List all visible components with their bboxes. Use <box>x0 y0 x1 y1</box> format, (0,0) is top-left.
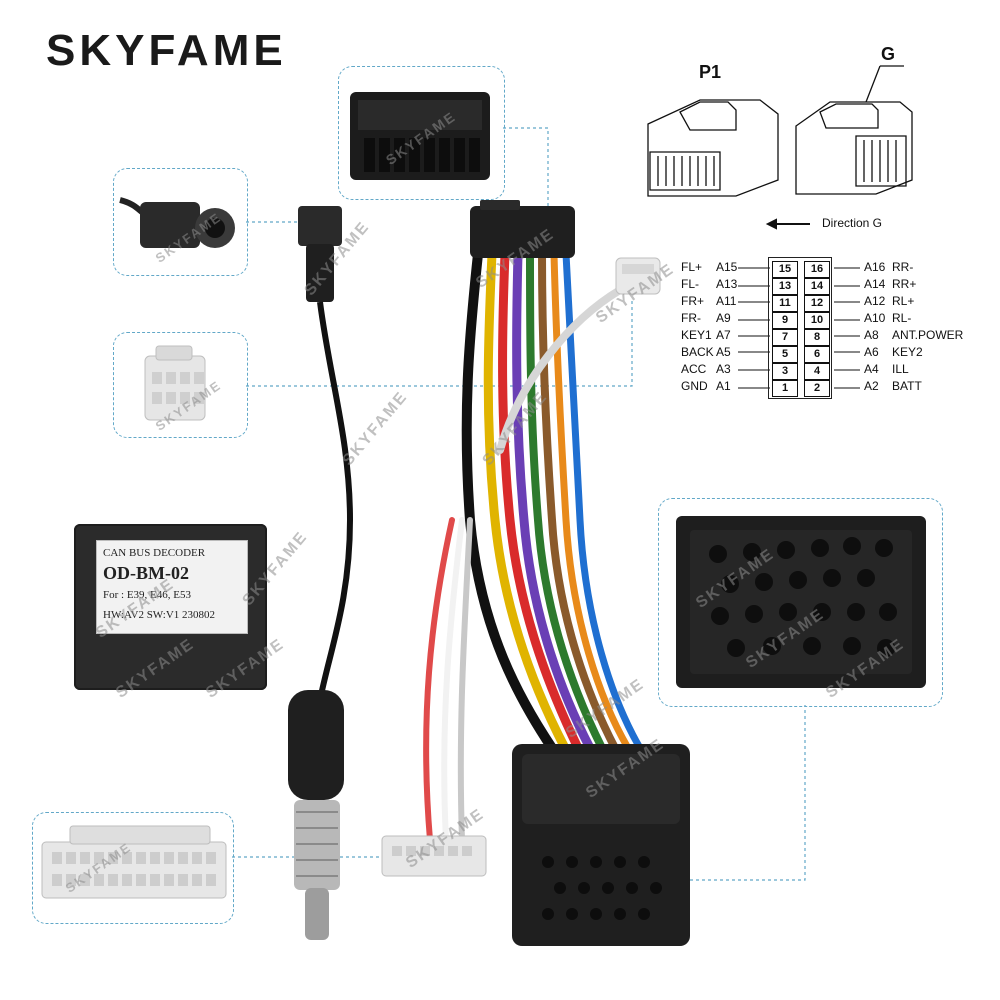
pin-number-right: 12 <box>804 295 830 312</box>
pinout-bracket-lines <box>738 267 860 389</box>
decoder-line-1: CAN BUS DECODER <box>103 547 206 559</box>
pin-right-function: ILL <box>892 362 909 376</box>
wire-bundle <box>423 249 644 843</box>
bmw-connector-face-photo <box>676 516 926 688</box>
pin-left-code: A7 <box>716 328 731 342</box>
white-plug-right <box>615 257 661 295</box>
pin-left-function: FL+ <box>681 260 703 274</box>
pin-left-function: KEY1 <box>681 328 712 342</box>
pin-right-code: A14 <box>864 277 886 291</box>
pin-right-function: ANT.POWER <box>892 328 964 342</box>
pin-number-right: 2 <box>804 380 830 397</box>
decoder-line-4: HW:AV2 SW:V1 230802 <box>103 609 216 621</box>
pin-number-right: 6 <box>804 346 830 363</box>
pin-number-left: 15 <box>772 261 798 278</box>
pin-right-code: A10 <box>864 311 886 325</box>
p1-connector-sketch <box>647 99 779 197</box>
fakra-adapter-photo <box>119 197 235 248</box>
g-connector-sketch <box>795 65 913 195</box>
white-plug-bottom <box>381 835 487 877</box>
decoder-line-3: For : E39, E46, E53 <box>103 589 191 601</box>
pin-number-right: 14 <box>804 278 830 295</box>
antenna-cable <box>288 206 354 940</box>
pin-right-code: A6 <box>864 345 879 359</box>
direction-label: Direction G <box>822 216 883 230</box>
white-connector-wide-photo <box>41 825 227 899</box>
pin-left-code: A3 <box>716 362 731 376</box>
pin-left-code: A15 <box>716 260 738 274</box>
pin-right-code: A16 <box>864 260 886 274</box>
pin-right-function: KEY2 <box>892 345 923 359</box>
pin-number-right: 10 <box>804 312 830 329</box>
pin-left-function: FL- <box>681 277 699 291</box>
pin-number-left: 7 <box>772 329 798 346</box>
pin-number-right: 8 <box>804 329 830 346</box>
pin-right-code: A12 <box>864 294 886 308</box>
pin-right-function: RL- <box>892 311 912 325</box>
pin-number-right: 4 <box>804 363 830 380</box>
white-connector-small-photo <box>144 345 206 421</box>
pin-left-code: A1 <box>716 379 731 393</box>
decoder-sticker: CAN BUS DECODER OD-BM-02 For : E39, E46,… <box>96 540 248 634</box>
pin-right-code: A4 <box>864 362 879 376</box>
pin-number-left: 9 <box>772 312 798 329</box>
g-label: G <box>881 44 896 64</box>
p1-label: P1 <box>699 62 722 82</box>
pin-left-function: ACC <box>681 362 707 376</box>
decoder-line-2: OD-BM-02 <box>103 563 189 583</box>
pin-left-function: FR+ <box>681 294 705 308</box>
direction-arrow <box>765 218 810 230</box>
pin-left-code: A9 <box>716 311 731 325</box>
pin-number-left: 5 <box>772 346 798 363</box>
pin-right-function: RL+ <box>892 294 915 308</box>
pin-left-function: BACK <box>681 345 714 359</box>
pin-number-left: 13 <box>772 278 798 295</box>
canbus-decoder-module: CAN BUS DECODER OD-BM-02 For : E39, E46,… <box>74 524 267 690</box>
pin-right-code: A8 <box>864 328 879 342</box>
brand-logo: SKYFAME <box>46 26 287 75</box>
harness-top-connector <box>470 200 575 258</box>
pin-number-left: 11 <box>772 295 798 312</box>
pin-left-function: GND <box>681 379 708 393</box>
pin-right-function: RR+ <box>892 277 917 291</box>
pin-right-function: RR- <box>892 260 914 274</box>
pinout-frame <box>768 257 832 399</box>
pin-left-code: A13 <box>716 277 738 291</box>
pin-right-function: BATT <box>892 379 922 393</box>
pin-left-function: FR- <box>681 311 701 325</box>
connector-16pin-photo <box>350 92 490 180</box>
pin-left-code: A11 <box>716 294 737 308</box>
pin-left-code: A5 <box>716 345 731 359</box>
harness-bottom-bmw-connector <box>512 744 690 946</box>
pin-number-left: 1 <box>772 380 798 397</box>
pin-number-right: 16 <box>804 261 830 278</box>
pin-right-code: A2 <box>864 379 879 393</box>
pin-number-left: 3 <box>772 363 798 380</box>
